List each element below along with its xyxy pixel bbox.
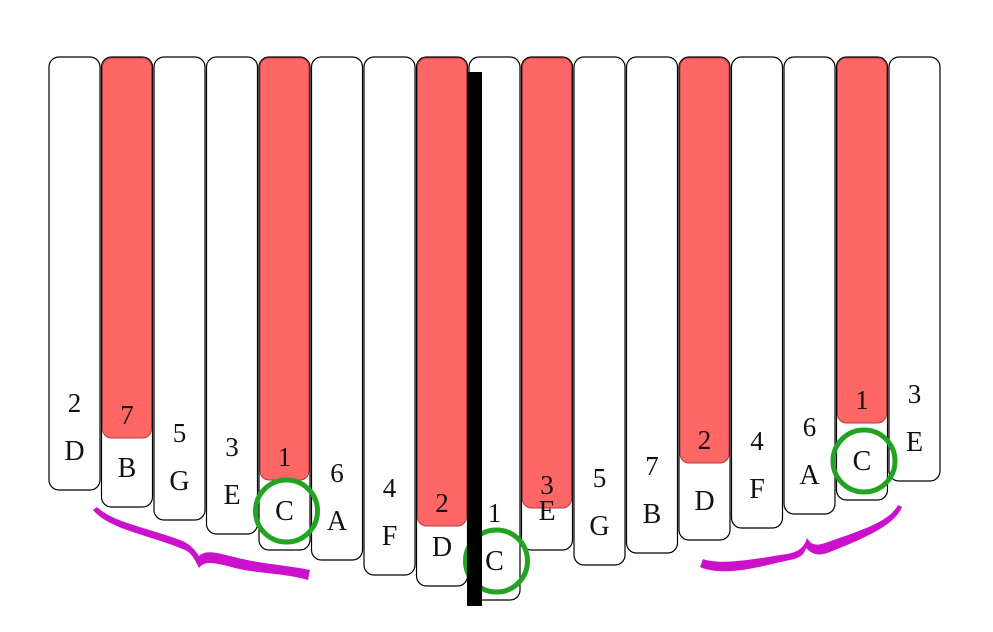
tine-highlight — [259, 57, 310, 481]
tine-highlight — [102, 57, 152, 439]
tine-number-label: 5 — [593, 463, 607, 493]
root-note-circle-icon — [830, 427, 898, 495]
tine — [48, 56, 101, 491]
tine-number-label: 1 — [278, 442, 292, 472]
tine-note-label: D — [432, 532, 452, 563]
tine-note-label: G — [589, 511, 609, 542]
circles-group — [253, 427, 898, 595]
tine-note-label: A — [799, 460, 820, 491]
tine-note-label: E — [223, 480, 240, 511]
tine-number-label: 4 — [750, 426, 764, 456]
tine-number-label: 3 — [908, 379, 922, 409]
tine-note-label: D — [64, 436, 84, 467]
tine-note-label: C — [485, 546, 504, 577]
tine-highlight — [679, 57, 730, 464]
tine-number-label: 3 — [225, 432, 239, 462]
tine-highlight — [417, 57, 467, 527]
left-brace-icon — [93, 507, 310, 580]
tine-number-label: 5 — [173, 418, 187, 448]
tine — [153, 56, 206, 521]
tine — [363, 56, 416, 576]
tine-note-label: F — [749, 474, 765, 505]
tine — [625, 56, 679, 554]
tine-note-label: C — [275, 496, 294, 527]
tine-number-label: 4 — [383, 473, 397, 503]
tine-note-label: E — [538, 496, 555, 527]
tine-note-label: B — [643, 499, 662, 530]
tine-note-label: B — [118, 453, 137, 484]
tine-note-label: G — [169, 466, 189, 497]
center-bridge-bar — [467, 72, 482, 606]
root-note-circle-icon — [463, 527, 530, 595]
tine-number-label: 2 — [698, 425, 712, 455]
tine-highlight — [522, 57, 572, 509]
right-brace-icon — [700, 505, 902, 572]
tine — [310, 56, 364, 561]
tine — [730, 56, 784, 529]
tine-number-label: 7 — [120, 400, 134, 430]
tine-number-label: 2 — [435, 488, 449, 518]
tine — [205, 56, 259, 535]
tine-note-label: E — [906, 427, 923, 458]
tine-number-label: 3 — [540, 470, 554, 500]
tine-number-label: 6 — [330, 458, 344, 488]
tine-highlight — [837, 57, 887, 424]
tine-note-label: C — [853, 446, 872, 477]
tine-number-label: 7 — [645, 451, 659, 481]
tine-number-label: 1 — [488, 498, 502, 528]
tine — [888, 56, 941, 482]
tine-number-label: 1 — [855, 385, 869, 415]
tine-number-label: 2 — [68, 388, 82, 418]
tine — [573, 56, 626, 566]
tine-note-label: D — [694, 486, 714, 517]
tine-note-label: F — [382, 521, 398, 552]
tine — [783, 56, 836, 515]
root-note-circle-icon — [253, 477, 320, 545]
tine-number-label: 6 — [803, 412, 817, 442]
tine-note-label: A — [327, 506, 348, 537]
tines-group — [48, 56, 941, 601]
